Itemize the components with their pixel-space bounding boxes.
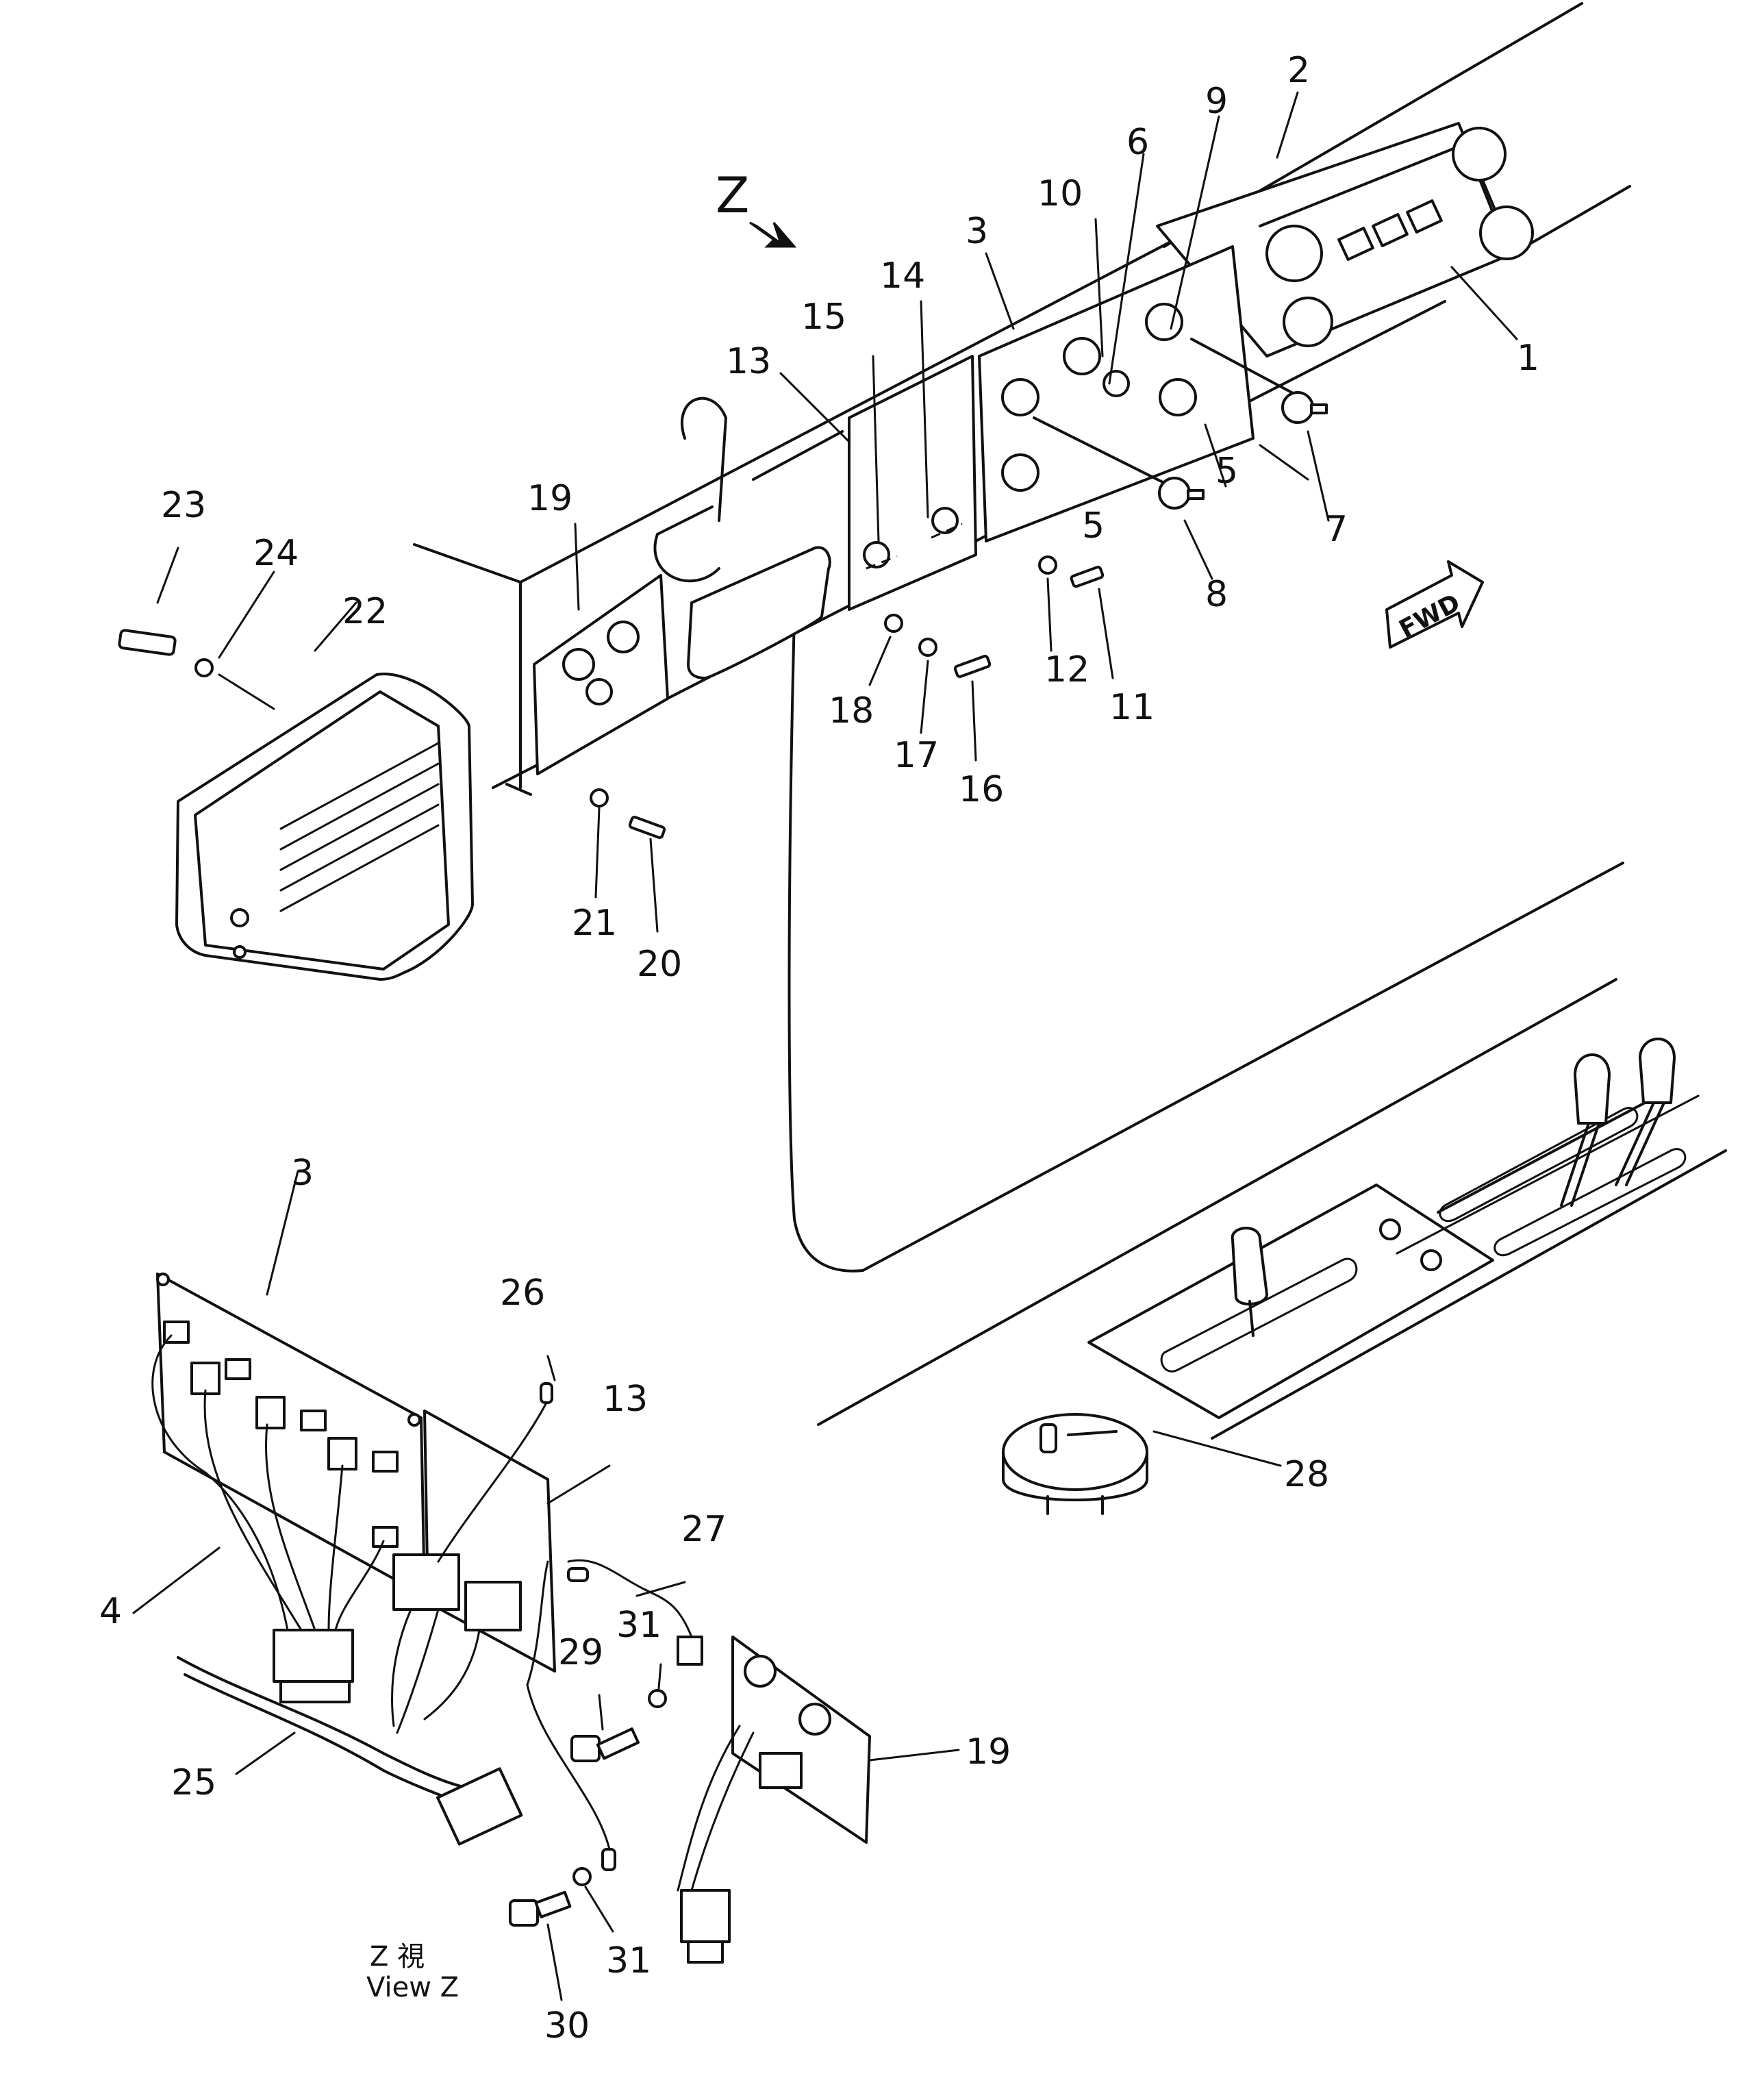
callout-16: 16	[959, 769, 1004, 810]
callout-8: 8	[1205, 574, 1228, 615]
callout-25: 25	[171, 1762, 216, 1803]
callout-2: 2	[1287, 50, 1310, 91]
callout-9: 9	[1205, 81, 1228, 122]
view-z-panel-19	[677, 1636, 871, 1964]
callout-1: 1	[1517, 338, 1539, 379]
callout-4: 4	[99, 1591, 122, 1632]
callout-21: 21	[572, 903, 617, 944]
callout-3-top: 3	[966, 211, 988, 252]
leader-lines	[132, 91, 1518, 2001]
switch-panel-mid	[848, 355, 992, 678]
callout-13-top: 13	[726, 341, 771, 382]
callout-5b: 5	[1082, 505, 1105, 547]
callout-31-lower: 31	[606, 1940, 651, 1981]
switch-panel-top	[978, 245, 1328, 588]
callout-19-viewz: 19	[966, 1731, 1011, 1773]
caption-line-2: View Z	[366, 1972, 459, 2003]
callout-7: 7	[1325, 509, 1348, 550]
callout-3-viewz: 3	[291, 1153, 314, 1194]
work-lamp	[118, 629, 474, 981]
view-z-fasteners	[509, 1689, 667, 1927]
callout-24: 24	[253, 533, 299, 574]
view-z-marker: Z	[716, 166, 749, 224]
callout-14: 14	[880, 255, 925, 297]
view-z-panel-13	[177, 1382, 703, 1871]
radio-panel	[1156, 122, 1534, 358]
callout-26: 26	[500, 1273, 545, 1314]
callout-10: 10	[1037, 173, 1083, 214]
indicator-window	[687, 546, 831, 679]
callout-12: 12	[1044, 649, 1089, 690]
callout-15: 15	[801, 297, 846, 338]
fwd-arrow	[1385, 560, 1484, 649]
view-z-panel-3	[151, 1273, 426, 1703]
callout-13-viewz: 13	[603, 1379, 648, 1420]
switch-panel-left	[505, 574, 669, 839]
callout-22: 22	[342, 591, 388, 632]
callout-27: 27	[681, 1509, 727, 1550]
callout-31-upper: 31	[616, 1605, 662, 1646]
callout-28: 28	[1284, 1454, 1329, 1495]
callout-11: 11	[1109, 687, 1155, 728]
callout-19-top: 19	[527, 478, 572, 519]
callout-18: 18	[829, 690, 874, 731]
callout-labels: 1 2 3 5 5 6 7 8 9 10 11 12 13 14 15 16 1…	[99, 50, 1539, 2046]
callout-17: 17	[894, 735, 939, 776]
callout-30: 30	[544, 2005, 590, 2046]
view-z-arrow	[749, 221, 797, 248]
callout-5a: 5	[1215, 451, 1238, 492]
caption-line-1: Z 視	[370, 1941, 425, 1973]
callout-29: 29	[558, 1632, 603, 1673]
callout-6: 6	[1126, 122, 1149, 163]
callout-23: 23	[161, 485, 206, 526]
hour-meter	[1002, 1413, 1148, 1515]
callout-20: 20	[637, 944, 682, 985]
lever-deck	[1087, 1037, 1687, 1419]
